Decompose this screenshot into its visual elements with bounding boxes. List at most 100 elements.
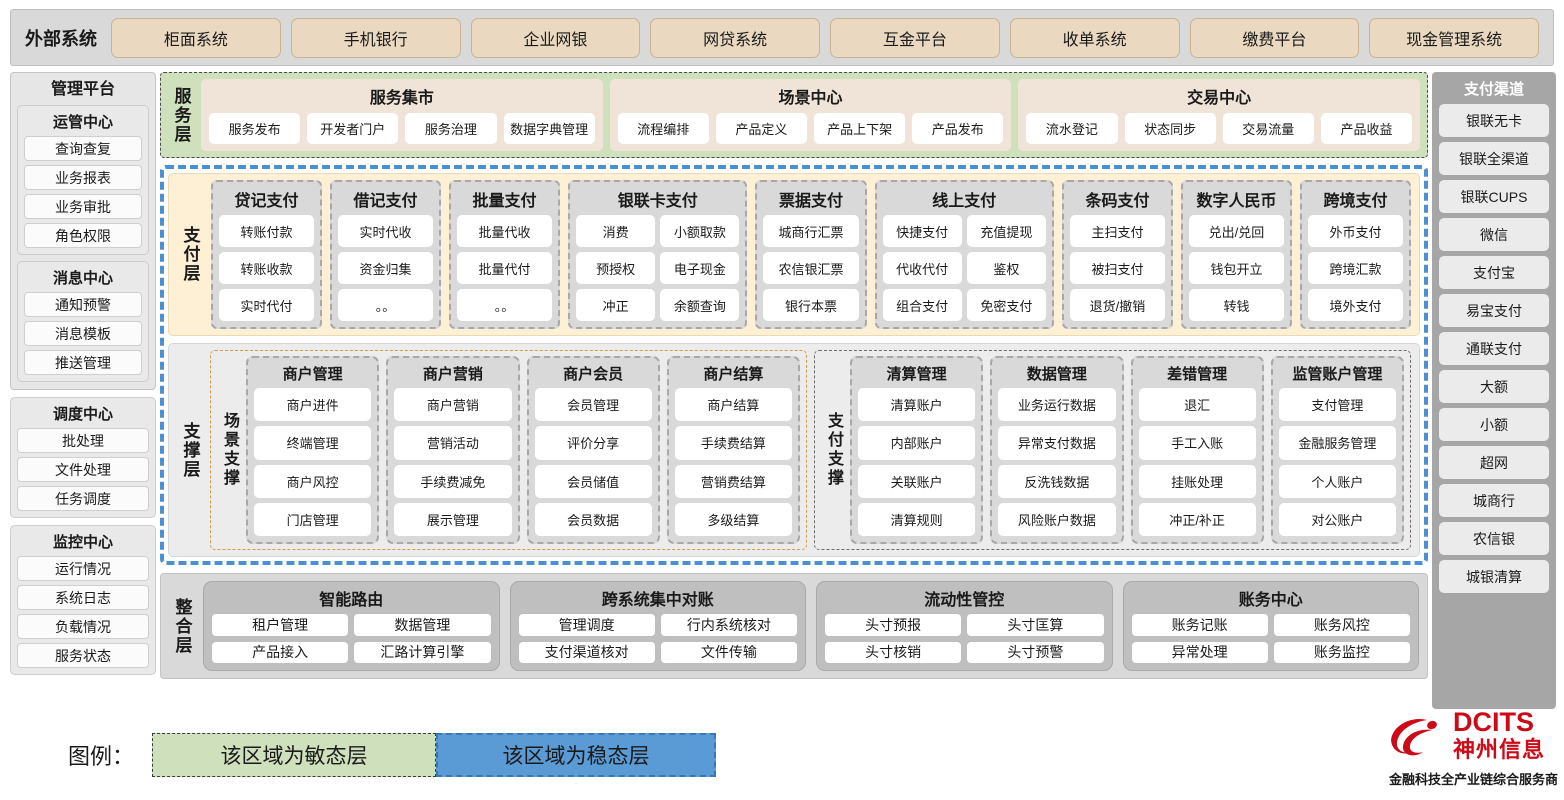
integration-group-chip[interactable]: 头寸预警 [967, 641, 1104, 663]
management-group-item[interactable]: 查询查复 [24, 136, 142, 161]
service-group-chip[interactable]: 服务发布 [209, 113, 301, 144]
support-group-chip[interactable]: 评价分享 [534, 426, 652, 460]
support-group-chip[interactable]: 手续费结算 [674, 426, 792, 460]
payment-group-chip[interactable]: 农信银汇票 [763, 252, 859, 284]
integration-group-chip[interactable]: 汇路计算引擎 [354, 641, 491, 663]
payment-channel-item[interactable]: 城银清算 [1439, 560, 1549, 593]
payment-group-chip[interactable]: 免密支付 [966, 289, 1046, 321]
support-group-chip[interactable]: 商户风控 [254, 464, 372, 498]
external-system-chip[interactable]: 手机银行 [290, 17, 461, 58]
payment-channel-item[interactable]: 大额 [1439, 370, 1549, 403]
service-group-chip[interactable]: 开发者门户 [307, 113, 399, 144]
service-group-chip[interactable]: 交易流量 [1222, 113, 1314, 144]
payment-group-chip[interactable]: 批量代收 [457, 215, 553, 247]
management-group-item[interactable]: 业务审批 [24, 194, 142, 219]
payment-channel-item[interactable]: 城商行 [1439, 484, 1549, 517]
support-group-chip[interactable]: 手续费减免 [394, 464, 512, 498]
external-system-chip[interactable]: 缴费平台 [1189, 17, 1360, 58]
payment-group-chip[interactable]: 跨境汇款 [1307, 252, 1403, 284]
external-system-chip[interactable]: 互金平台 [830, 17, 1000, 58]
management-group-item[interactable]: 文件处理 [17, 457, 149, 482]
payment-channel-item[interactable]: 银联全渠道 [1439, 142, 1549, 175]
support-group-chip[interactable]: 会员管理 [534, 388, 652, 422]
management-group-item[interactable]: 批处理 [17, 428, 149, 453]
support-group-chip[interactable]: 清算账户 [858, 388, 976, 422]
integration-group-chip[interactable]: 异常处理 [1131, 641, 1268, 663]
payment-group-chip[interactable]: 。。 [457, 289, 553, 321]
integration-group-chip[interactable]: 行内系统核对 [660, 614, 797, 636]
support-group-chip[interactable]: 挂账处理 [1138, 464, 1256, 498]
management-group-item[interactable]: 角色权限 [24, 223, 142, 248]
payment-group-chip[interactable]: 鉴权 [966, 252, 1046, 284]
support-group-chip[interactable]: 会员储值 [534, 464, 652, 498]
integration-group-chip[interactable]: 账务风控 [1273, 614, 1410, 636]
payment-group-chip[interactable]: 退货/撤销 [1069, 289, 1165, 321]
payment-group-chip[interactable]: 快捷支付 [882, 215, 962, 247]
payment-group-chip[interactable]: 转账收款 [219, 252, 315, 284]
service-group-chip[interactable]: 产品定义 [715, 113, 808, 144]
payment-group-chip[interactable]: 电子现金 [660, 252, 740, 284]
integration-group-chip[interactable]: 账务记账 [1131, 614, 1268, 636]
support-group-chip[interactable]: 终端管理 [254, 426, 372, 460]
external-system-chip[interactable]: 企业网银 [470, 17, 641, 58]
service-group-chip[interactable]: 服务治理 [405, 113, 497, 144]
payment-channel-item[interactable]: 小额 [1439, 408, 1549, 441]
support-group-chip[interactable]: 支付管理 [1278, 388, 1396, 422]
management-group-item[interactable]: 运行情况 [17, 556, 149, 581]
support-group-chip[interactable]: 手工入账 [1138, 426, 1256, 460]
support-group-chip[interactable]: 清算规则 [858, 502, 976, 536]
payment-group-chip[interactable]: 充值提现 [966, 215, 1046, 247]
support-group-chip[interactable]: 个人账户 [1278, 464, 1396, 498]
service-group-chip[interactable]: 产品发布 [912, 113, 1004, 144]
integration-group-chip[interactable]: 数据管理 [354, 614, 491, 636]
support-group-chip[interactable]: 冲正/补正 [1138, 502, 1256, 536]
support-group-chip[interactable]: 异常支付数据 [998, 426, 1116, 460]
payment-group-chip[interactable]: 境外支付 [1307, 289, 1403, 321]
payment-channel-item[interactable]: 超网 [1439, 446, 1549, 479]
payment-channel-item[interactable]: 通联支付 [1439, 332, 1549, 365]
support-group-chip[interactable]: 反洗钱数据 [998, 464, 1116, 498]
support-group-chip[interactable]: 营销活动 [394, 426, 512, 460]
management-group-item[interactable]: 服务状态 [17, 643, 149, 668]
service-group-chip[interactable]: 产品收益 [1320, 113, 1413, 144]
service-group-chip[interactable]: 流水登记 [1026, 113, 1118, 144]
external-system-chip[interactable]: 收单系统 [1009, 17, 1180, 58]
support-group-chip[interactable]: 商户结算 [674, 388, 792, 422]
support-group-chip[interactable]: 关联账户 [858, 464, 976, 498]
payment-group-chip[interactable]: 小额取款 [660, 215, 740, 247]
support-group-chip[interactable]: 内部账户 [858, 426, 976, 460]
support-group-chip[interactable]: 商户营销 [394, 388, 512, 422]
payment-group-chip[interactable]: 城商行汇票 [763, 215, 859, 247]
support-group-chip[interactable]: 展示管理 [394, 502, 512, 536]
payment-group-chip[interactable]: 银行本票 [763, 289, 859, 321]
external-system-chip[interactable]: 现金管理系统 [1369, 17, 1539, 58]
support-group-chip[interactable]: 风险账户数据 [998, 502, 1116, 536]
payment-group-chip[interactable]: 代收代付 [882, 252, 962, 284]
payment-group-chip[interactable]: 转账付款 [219, 215, 315, 247]
service-group-chip[interactable]: 数据字典管理 [503, 113, 595, 144]
management-group-item[interactable]: 通知预警 [24, 292, 142, 317]
service-group-chip[interactable]: 流程编排 [617, 113, 709, 144]
payment-group-chip[interactable]: 预授权 [576, 252, 656, 284]
integration-group-chip[interactable]: 文件传输 [660, 641, 797, 663]
support-group-chip[interactable]: 门店管理 [254, 502, 372, 536]
management-group-item[interactable]: 系统日志 [17, 585, 149, 610]
payment-group-chip[interactable]: 组合支付 [882, 289, 962, 321]
support-group-chip[interactable]: 商户进件 [254, 388, 372, 422]
support-group-chip[interactable]: 会员数据 [534, 502, 652, 536]
integration-group-chip[interactable]: 管理调度 [518, 614, 655, 636]
integration-group-chip[interactable]: 头寸预报 [825, 614, 962, 636]
payment-channel-item[interactable]: 支付宝 [1439, 256, 1549, 289]
payment-group-chip[interactable]: 钱包开立 [1188, 252, 1284, 284]
support-group-chip[interactable]: 金融服务管理 [1278, 426, 1396, 460]
payment-group-chip[interactable]: 冲正 [576, 289, 656, 321]
integration-group-chip[interactable]: 账务监控 [1273, 641, 1410, 663]
integration-group-chip[interactable]: 租户管理 [212, 614, 349, 636]
service-group-chip[interactable]: 状态同步 [1124, 113, 1216, 144]
payment-group-chip[interactable]: 转钱 [1188, 289, 1284, 321]
management-group-item[interactable]: 消息模板 [24, 321, 142, 346]
payment-channel-item[interactable]: 银联无卡 [1439, 104, 1549, 137]
payment-group-chip[interactable]: 。。 [338, 289, 434, 321]
payment-group-chip[interactable]: 主扫支付 [1069, 215, 1165, 247]
support-group-chip[interactable]: 多级结算 [674, 502, 792, 536]
